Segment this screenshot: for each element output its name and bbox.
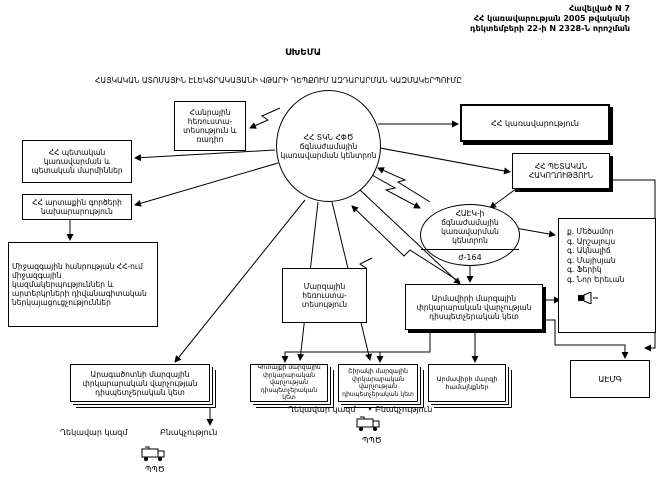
label-center-leaders: Ղեկավար կազմ xyxy=(288,405,356,414)
link-armavir-aemg xyxy=(545,319,629,359)
scheme-title: ՍԽԵՄԱ xyxy=(285,48,322,58)
box-public-tv-radio: Հանրային հեռուստա-տեսություն և ռադիո xyxy=(174,101,246,151)
box-kotayk-regional: Կոտայքի մարզային փրկարարական վարչության … xyxy=(250,364,328,402)
link-npp-center-2 xyxy=(377,167,431,203)
state-staff-label: ՀՀ ՊԵՏԱԿԱՆ ՀԱԿՈՂՈՒԹՅՈՒՆ xyxy=(528,162,594,180)
box-shirak-regional: Շիրակի մարզային փրկարարական վարչության դ… xyxy=(338,364,418,402)
vehicle-icon xyxy=(355,416,381,436)
link-center-foreign xyxy=(134,162,279,207)
box-aragatsotn-regional: Արագածոտնի մարզային փրկարարական վարչությ… xyxy=(70,364,210,402)
intl-orgs-label: Միջազգային հանրության ՀՀ-ում միջազգային … xyxy=(12,262,147,307)
label-left-pps: ՊՊԾ xyxy=(145,465,165,474)
aemg-label: ԱԷՄԳ xyxy=(598,374,622,384)
state-admin-label: ՀՀ պետական կառավարման և պետական մարմիննե… xyxy=(31,148,123,175)
aragatsotn-regional-label: Արագածոտնի մարզային փրկարարական վարչությ… xyxy=(82,369,198,397)
link-center-aragatsotn xyxy=(174,199,306,363)
appendix-header: Հավելված N 7 ՀՀ կառավարության 2005 թվակա… xyxy=(430,4,630,34)
link-npp-settlements xyxy=(514,227,556,238)
box-armavir-regional: Արմավիրի մարզային փրկարարական վարչության… xyxy=(405,284,543,330)
box-aemg: ԱԷՄԳ xyxy=(570,360,650,398)
government-label: ՀՀ կառավարություն xyxy=(490,118,579,128)
box-state-staff: ՀՀ ՊԵՏԱԿԱՆ ՀԱԿՈՂՈՒԹՅՈՒՆ xyxy=(512,153,610,189)
npp-ellipse: ՀԱԷԿ-ի ճգնաժամային կառավարման կենտրոն ժ-… xyxy=(420,204,520,266)
box-intl-orgs: Միջազգային հանրության ՀՀ-ում միջազգային … xyxy=(8,242,158,327)
box-government: ՀՀ կառավարություն xyxy=(460,104,610,142)
center-ellipse: ՀՀ ՏԿՆ ՀՓԾ ճգնաժամային կառավարման կենտրո… xyxy=(276,90,381,202)
foreign-affairs-label: ՀՀ արտաքին գործերի նախարարություն xyxy=(32,198,122,216)
box-regional-tv: Մարզային հեռուստա-տեսություն xyxy=(282,268,367,323)
link-center-npp-1 xyxy=(371,174,421,209)
npp-center-label: ՀԱԷԿ-ի ճգնաժամային կառավարման կենտրոն xyxy=(441,208,499,245)
kotayk-regional-label: Կոտայքի մարզային փրկարարական վարչության … xyxy=(257,364,321,402)
box-armavir-communities: Արմավիրի մարզի համայնքներ xyxy=(428,364,506,402)
label-center-population: Բնակչություն xyxy=(375,405,433,414)
scheme-subtitle: ՀԱՅԿԱԿԱՆ ԱՏՈՄԱՅԻՆ ԷԼԵԿՏՐԱԿԱՅԱՆԻ ՎԹԱՐԻ ԴԵ… xyxy=(95,76,462,85)
npp-code: ժ-164 xyxy=(421,248,519,262)
label-left-population: Բնակչություն xyxy=(160,428,218,437)
regional-tv-label: Մարզային հեռուստա-տեսություն xyxy=(301,282,348,309)
box-foreign-affairs: ՀՀ արտաքին գործերի նախարարություն xyxy=(22,194,132,220)
settlement-item: գ. Մայիսյան xyxy=(567,255,616,265)
link-staff-npp xyxy=(489,185,521,209)
link-center-state-admin xyxy=(134,149,276,162)
public-tv-radio-label: Հանրային հեռուստա-տեսություն և ռադիո xyxy=(183,108,237,144)
settlement-item: գ. Ֆերիկ xyxy=(567,265,602,274)
settlement-item: գ. Ակնալիճ xyxy=(567,246,611,255)
armavir-communities-label: Արմավիրի մարզի համայնքներ xyxy=(436,375,498,391)
header-line-2: ՀՀ կառավարության 2005 թվականի xyxy=(473,14,630,23)
armavir-regional-label: Արմավիրի մարզային փրկարարական վարչության… xyxy=(416,293,532,321)
link-center-tv xyxy=(249,107,281,129)
settlement-item: գ. Նոր Երեւան xyxy=(567,274,625,284)
siren-icon xyxy=(577,291,599,306)
shirak-regional-label: Շիրակի մարզային փրկարարական վարչության դ… xyxy=(342,368,414,398)
settlement-item: ք. Մեծամոր xyxy=(567,227,614,236)
link-center-staff xyxy=(379,147,511,175)
header-line-1: Հավելված N 7 xyxy=(568,4,630,13)
header-line-3: դեկտեմբերի 22-ի N 2328-Ն որոշման xyxy=(469,24,630,33)
settlement-item: գ. Արշալույս xyxy=(567,236,616,246)
vehicle-icon-left xyxy=(140,446,166,466)
link-center-armavir xyxy=(359,189,461,285)
link-armavir-kotayk xyxy=(281,330,431,363)
center-label: ՀՀ ՏԿՆ ՀՓԾ ճգնաժամային կառավարման կենտրո… xyxy=(280,132,377,160)
link-armavir-center xyxy=(351,205,461,283)
label-left-leaders: Ղեկավար կազմ xyxy=(60,428,128,437)
box-state-admin: ՀՀ պետական կառավարման և պետական մարմիննե… xyxy=(22,140,132,183)
label-center-pps: ՊՊԾ xyxy=(362,436,382,445)
